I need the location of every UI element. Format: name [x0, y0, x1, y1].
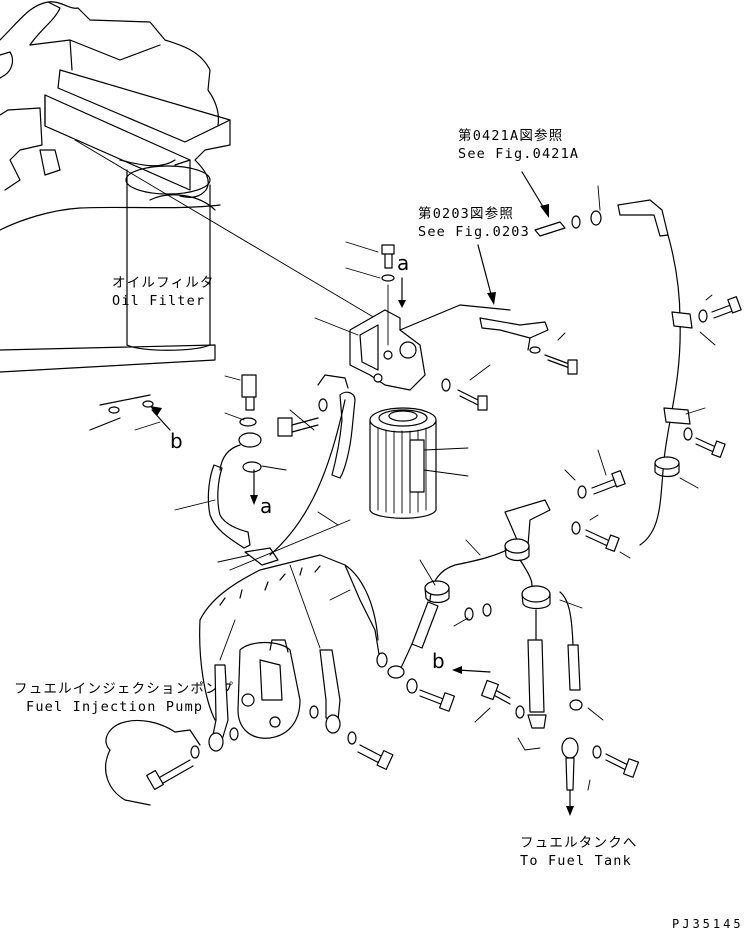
- fuel-pump-label-jp: フュエルインジェクションポンプ: [14, 681, 234, 697]
- right-pipe-assembly: [617, 199, 742, 546]
- left-hose-assembly: a: [174, 374, 315, 566]
- tank-hose-assembly: b フュエルタンクへ To Fuel Tank: [376, 538, 640, 869]
- fuel-injection-pump: フュエルインジェクションポンプ Fuel Injection Pump: [14, 519, 381, 806]
- fuel-pump-label-en: Fuel Injection Pump: [26, 699, 203, 715]
- ref-0203-label-en: See Fig.0203: [418, 224, 530, 240]
- ref-0203-label-jp: 第0203図参照: [418, 205, 514, 222]
- filter-head-bolts: [441, 364, 491, 411]
- fuel-filter-element: [369, 407, 469, 519]
- head-bolt-set: a: [345, 241, 409, 346]
- ref-0421a-group: 第0421A図参照 See Fig.0421A: [458, 127, 602, 237]
- fuel-tank-label-en: To Fuel Tank: [520, 853, 632, 869]
- mark-b-left-group: b: [89, 394, 183, 453]
- fuel-tank-label-jp: フュエルタンクへ: [520, 835, 638, 851]
- oil-filter-canister: オイルフィルタ Oil Filter: [112, 165, 215, 351]
- leader-line-engine: [74, 139, 376, 319]
- bracket-0203: 第0203図参照 See Fig.0203: [418, 205, 578, 375]
- mark-b-right: b: [432, 649, 445, 673]
- engine-block-upper: [0, 1, 231, 373]
- mark-b-left: b: [170, 429, 183, 453]
- middle-bracket: [504, 449, 631, 559]
- ref-0421a-label-jp: 第0421A図参照: [458, 127, 563, 144]
- center-hose-assembly: [269, 374, 356, 556]
- oil-filter-label-en: Oil Filter: [112, 293, 205, 309]
- pump-hoses: [146, 564, 394, 791]
- drawing-code: PJ35145: [672, 917, 744, 931]
- mark-a-bottom: a: [260, 494, 272, 518]
- oil-filter-label-jp: オイルフィルタ: [112, 275, 215, 291]
- fuel-filter-head: [314, 304, 511, 391]
- ref-0421a-label-en: See Fig.0421A: [458, 146, 579, 162]
- mark-a-top: a: [397, 251, 409, 275]
